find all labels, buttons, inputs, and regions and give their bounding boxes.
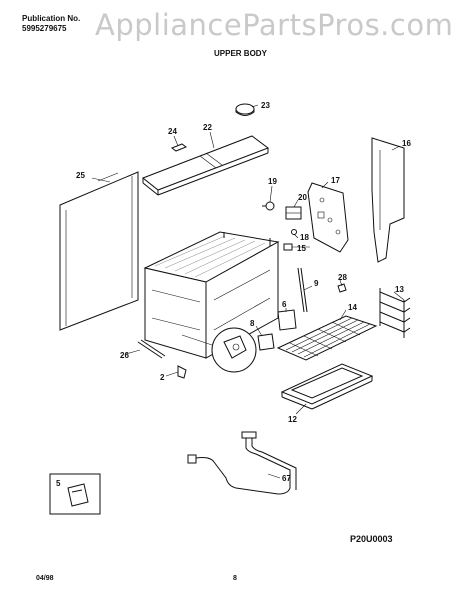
leader-lines bbox=[91, 104, 405, 479]
part-screw bbox=[177, 365, 187, 379]
callout-28: 28 bbox=[338, 273, 347, 282]
page-number: 8 bbox=[233, 575, 237, 582]
publication-number: 5995279675 bbox=[22, 24, 67, 33]
footer-date: 04/98 bbox=[36, 575, 54, 582]
callout-6: 6 bbox=[282, 300, 287, 309]
part-rack-clip bbox=[337, 283, 347, 293]
callout-18: 18 bbox=[300, 233, 309, 242]
part-side-panel bbox=[59, 171, 139, 331]
part-side-trim bbox=[371, 137, 405, 263]
callout-22: 22 bbox=[203, 123, 212, 132]
callout-16: 16 bbox=[402, 139, 411, 148]
part-oven-body bbox=[143, 231, 280, 359]
callout-24: 24 bbox=[168, 127, 177, 136]
part-oven-rack bbox=[276, 315, 378, 361]
part-clip bbox=[170, 143, 188, 152]
callout-19: 19 bbox=[268, 177, 277, 186]
callout-2: 2 bbox=[160, 373, 165, 382]
part-bake-element bbox=[187, 431, 297, 495]
section-title: UPPER BODY bbox=[214, 49, 267, 58]
part-control-bracket bbox=[307, 182, 349, 253]
callout-13: 13 bbox=[395, 285, 404, 294]
callout-25: 25 bbox=[76, 171, 85, 180]
part-knob bbox=[235, 103, 255, 116]
part-inset-box bbox=[49, 473, 101, 515]
part-small-plate bbox=[257, 333, 275, 351]
part-small-connector bbox=[262, 201, 275, 211]
callout-17: 17 bbox=[331, 176, 340, 185]
callout-14: 14 bbox=[348, 303, 357, 312]
part-switch bbox=[285, 206, 302, 220]
callout-23: 23 bbox=[261, 101, 270, 110]
callout-15: 15 bbox=[297, 244, 306, 253]
callout-9: 9 bbox=[314, 279, 319, 288]
diagram-code: P20U0003 bbox=[350, 534, 393, 544]
part-rod bbox=[137, 339, 166, 359]
callout-5: 5 bbox=[56, 479, 61, 488]
callout-67: 67 bbox=[282, 474, 291, 483]
publication-label: Publication No. bbox=[22, 14, 81, 23]
part-vertical-rod bbox=[297, 267, 308, 313]
callout-8: 8 bbox=[250, 319, 255, 328]
part-detail-circle bbox=[181, 327, 257, 373]
callout-20: 20 bbox=[298, 193, 307, 202]
callout-26: 26 bbox=[120, 351, 129, 360]
watermark: AppliancePartsPros.com bbox=[95, 8, 454, 42]
part-top-panel bbox=[142, 135, 270, 196]
part-small-hardware bbox=[283, 229, 297, 251]
part-broiler-pan bbox=[280, 363, 374, 410]
callout-12: 12 bbox=[288, 415, 297, 424]
part-rack-supports bbox=[379, 288, 411, 338]
part-plate bbox=[277, 309, 297, 331]
